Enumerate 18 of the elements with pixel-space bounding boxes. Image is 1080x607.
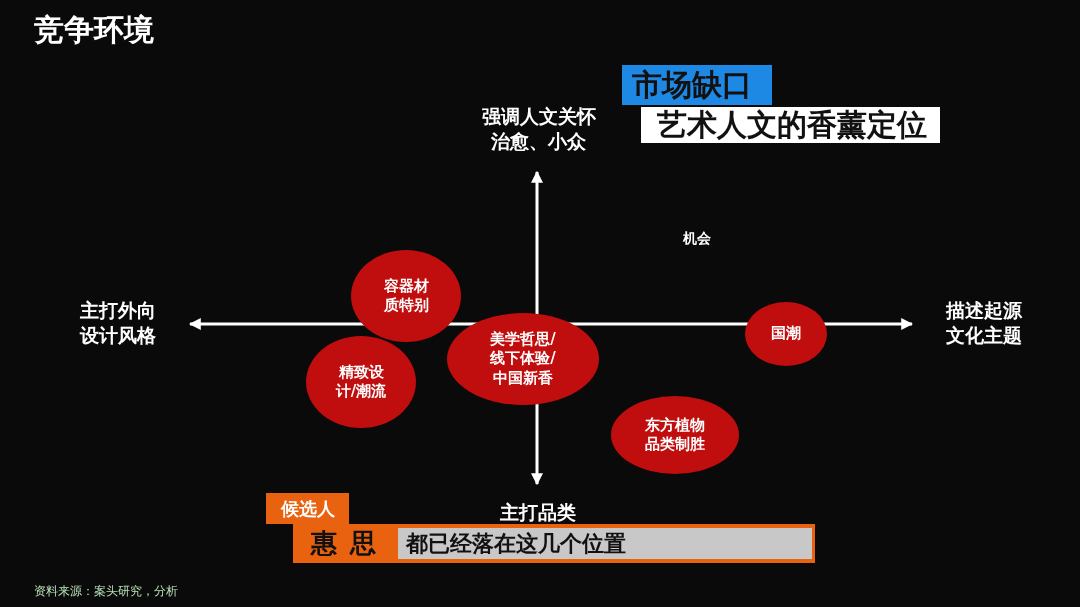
callout-box: 市场缺口 [622,65,772,105]
caption-tab: 候选人 [266,493,349,524]
speaker-name: 惠 思 [311,528,379,558]
source-note: 资料来源：案头研究，分析 [34,584,179,600]
name-bar [293,524,815,563]
axis-label: 描述起源文化主题 [944,298,1023,348]
position-ellipse: 容器材质特别 [351,250,461,342]
position-ellipse: 东方植物品类制胜 [611,396,739,474]
position-ellipse: 精致设计/潮流 [306,336,416,428]
axis-label: 主打外向设计风格 [78,298,157,348]
position-ellipse: 美学哲思/线下体验/中国新香 [447,313,599,405]
axis-label: 主打品类 [498,500,577,525]
title: 竞争环境 [34,11,154,49]
position-ellipse: 国潮 [745,302,827,366]
quadrant-label: 机会 [682,229,713,248]
subtitle-box: 都已经落在这几个位置 [398,528,812,559]
axis-label: 强调人文关怀治愈、小众 [480,104,597,154]
callout-box: 艺术人文的香薰定位 [641,107,940,143]
